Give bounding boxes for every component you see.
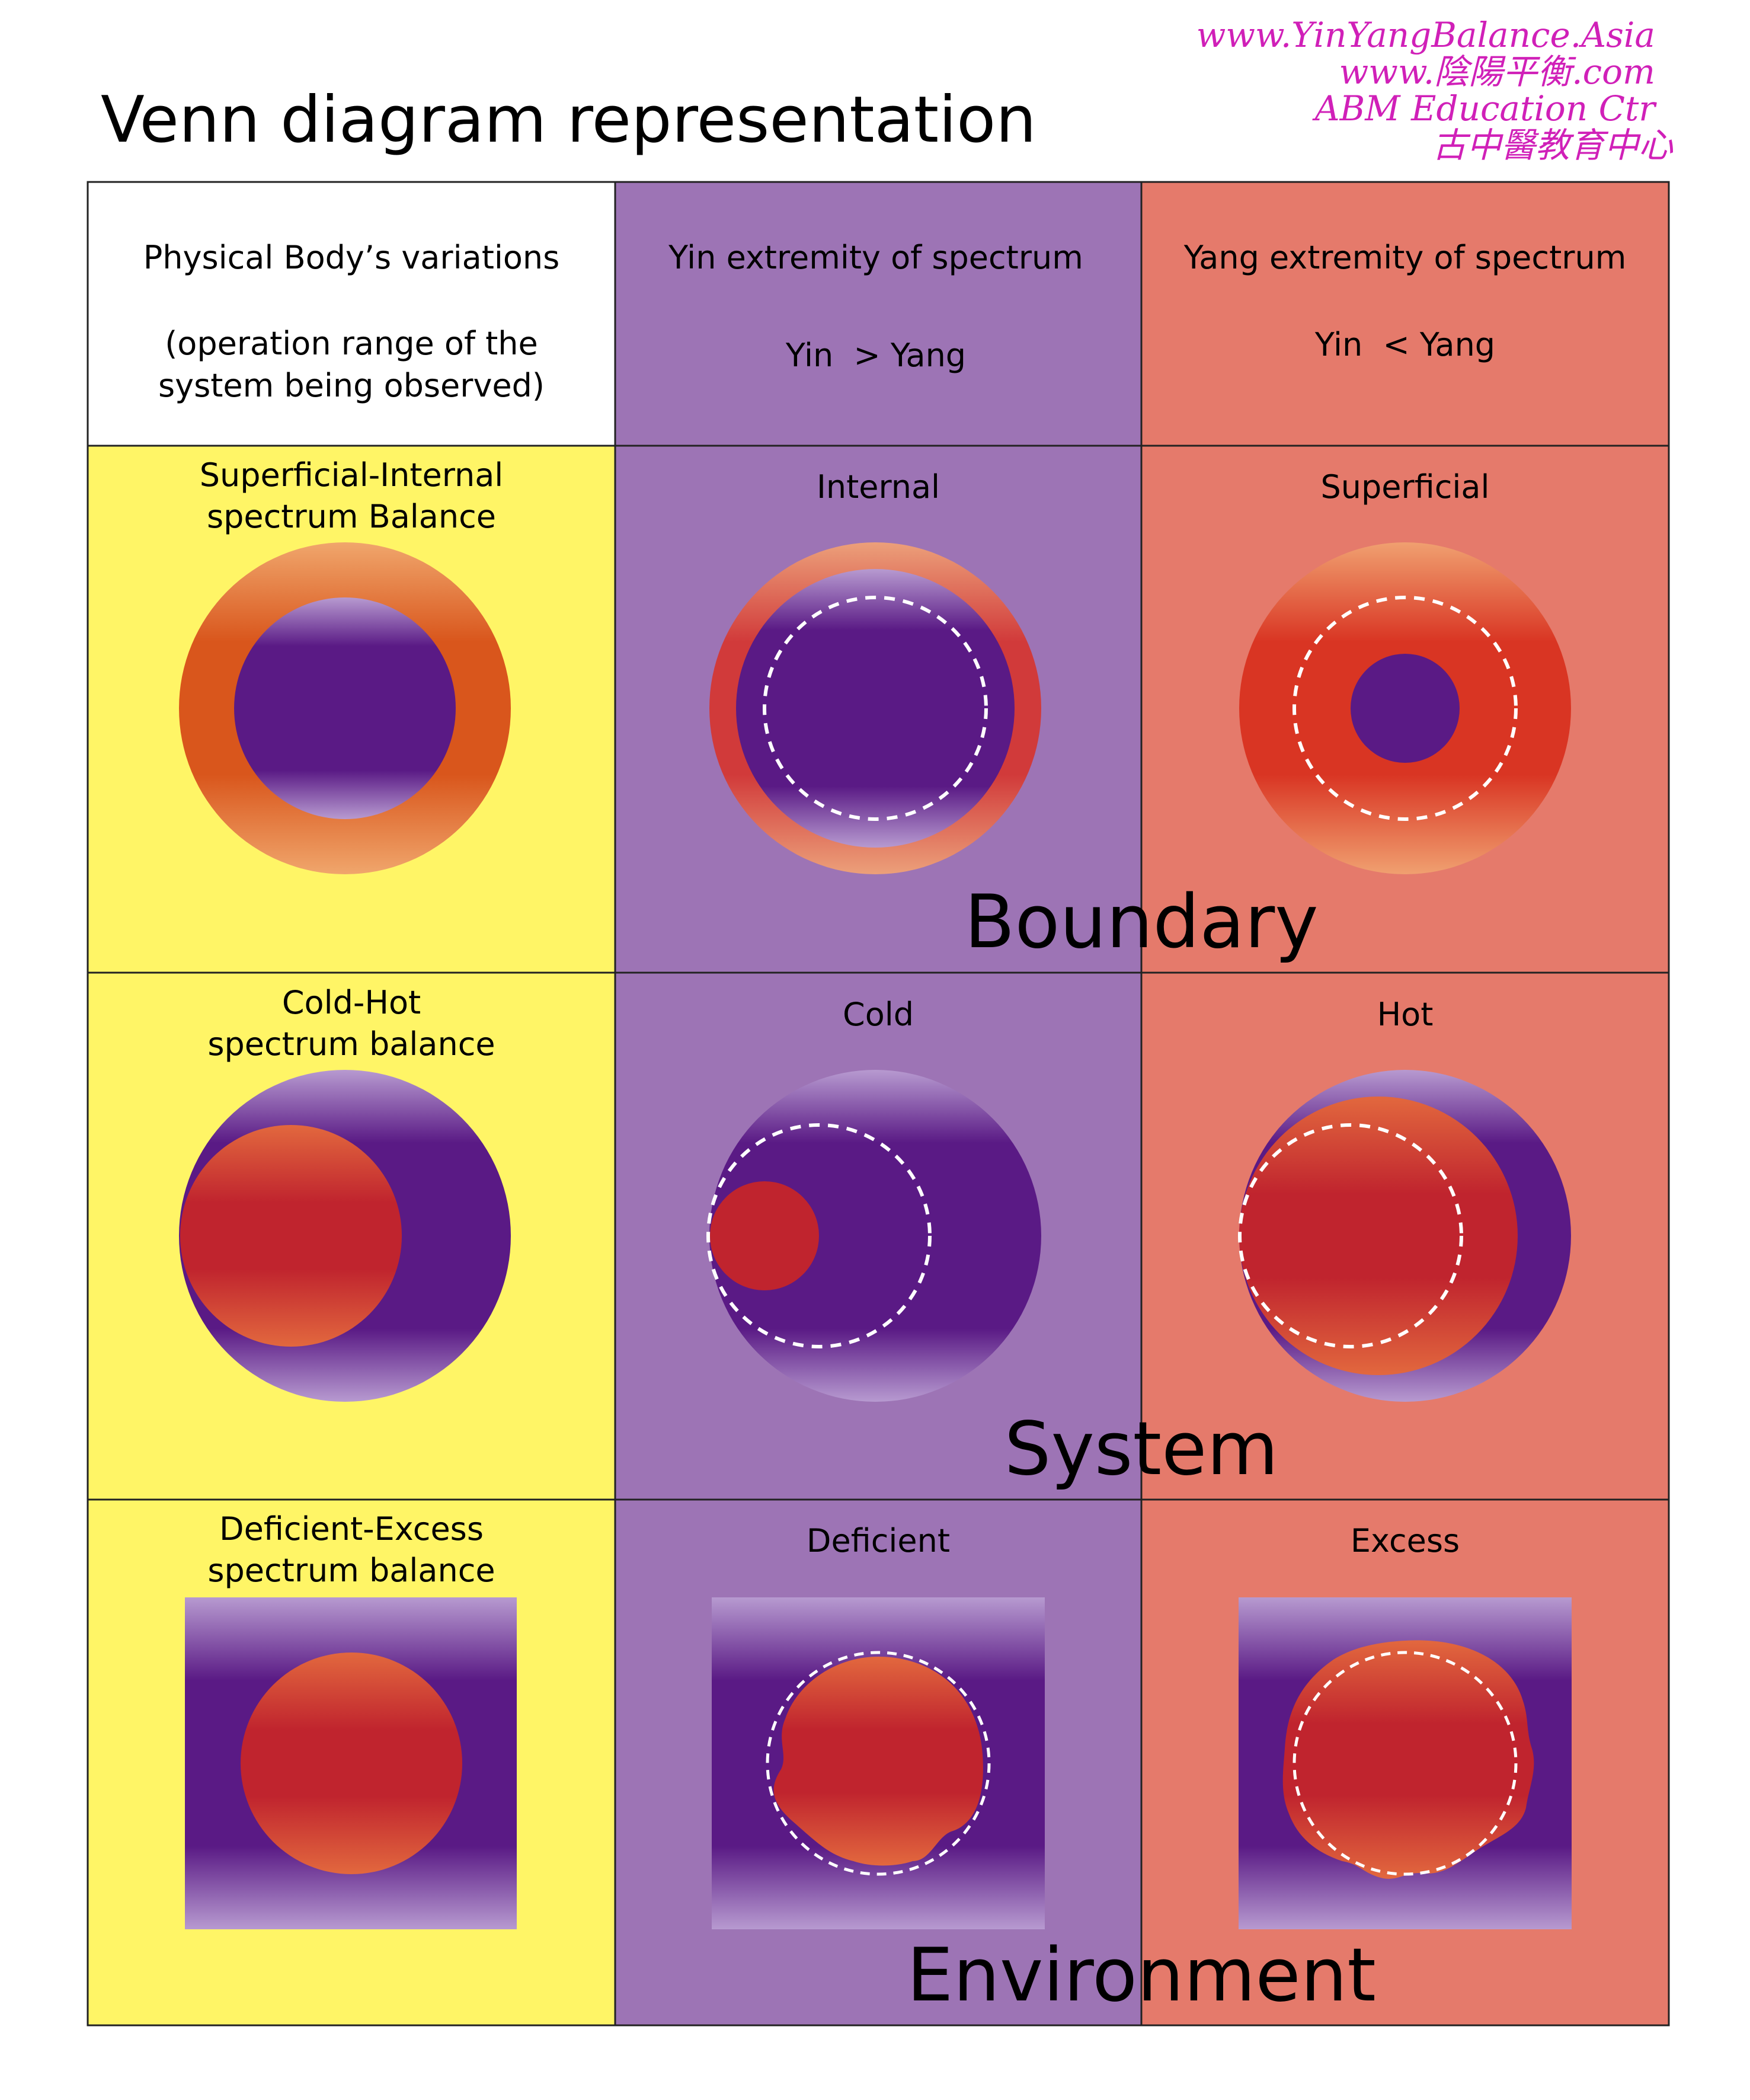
row3-yang-figure	[1239, 1597, 1572, 1929]
row2-yin-figure	[706, 1070, 1041, 1402]
row2-yang-label: Hot	[1377, 996, 1434, 1033]
row3-yang-dashed-circle	[1292, 1651, 1518, 1876]
row1-yin-figure	[709, 542, 1041, 874]
header-cell-yang	[1141, 182, 1669, 446]
row3-balance-line1: Deficient-Excess	[219, 1510, 484, 1548]
header-body-line3: system being observed)	[158, 367, 545, 404]
watermark: www.YinYangBalance.Asia www.陰陽平衡.com ABM…	[1196, 15, 1673, 164]
page-title: Venn diagram representation	[101, 83, 1036, 157]
overlay-system: System	[1004, 1407, 1278, 1492]
row1-yin-label: Internal	[817, 468, 940, 506]
header-cell-body	[88, 182, 615, 446]
header-yin-line2: Yin > Yang	[785, 337, 966, 374]
watermark-line-4: 古中醫教育中心	[1432, 125, 1673, 165]
watermark-line-1: www.YinYangBalance.Asia	[1196, 15, 1655, 55]
header-yin-line1: Yin extremity of spectrum	[668, 239, 1083, 276]
grid-lines	[87, 181, 1670, 2027]
row3-yin-dashed-circle	[766, 1651, 991, 1876]
header-body-line2: (operation range of the	[165, 325, 538, 362]
header-cell-yin	[615, 182, 1141, 446]
row1-balance-figure	[179, 542, 511, 874]
overlay-boundary: Boundary	[964, 880, 1318, 965]
row3-yin-label: Deficient	[807, 1522, 950, 1559]
row2-yin-label: Cold	[843, 996, 914, 1033]
watermark-line-3: ABM Education Ctr	[1314, 88, 1655, 129]
row2-yin-dashed-circle	[706, 1123, 932, 1348]
overlay-environment: Environment	[907, 1933, 1376, 2018]
row1-yang-label: Superficial	[1320, 468, 1489, 506]
row2-balance-figure	[179, 1070, 511, 1402]
row1-balance-line1: Superficial-Internal	[200, 456, 504, 494]
row1-yang-dashed-circle	[1292, 596, 1518, 821]
watermark-line-2: www.陰陽平衡.com	[1339, 52, 1655, 92]
row1-yang-figure	[1239, 542, 1571, 874]
row2-yang-figure	[1238, 1070, 1571, 1402]
row3-yang-label: Excess	[1351, 1522, 1460, 1559]
row1-balance-line2: spectrum Balance	[207, 498, 496, 535]
row3-balance-line2: spectrum balance	[207, 1552, 495, 1589]
header-body-line1: Physical Body’s variations	[143, 239, 560, 276]
row2-balance-line2: spectrum balance	[207, 1025, 495, 1063]
row1-yin-dashed-circle	[763, 596, 988, 821]
row3-balance-figure	[185, 1597, 517, 1929]
header-yang-line1: Yang extremity of spectrum	[1183, 239, 1627, 276]
row2-balance-line1: Cold-Hot	[282, 984, 421, 1021]
row2-yang-dashed-circle	[1238, 1123, 1463, 1348]
row3-yin-figure	[712, 1597, 1045, 1929]
header-yang-line2: Yin < Yang	[1314, 326, 1495, 363]
